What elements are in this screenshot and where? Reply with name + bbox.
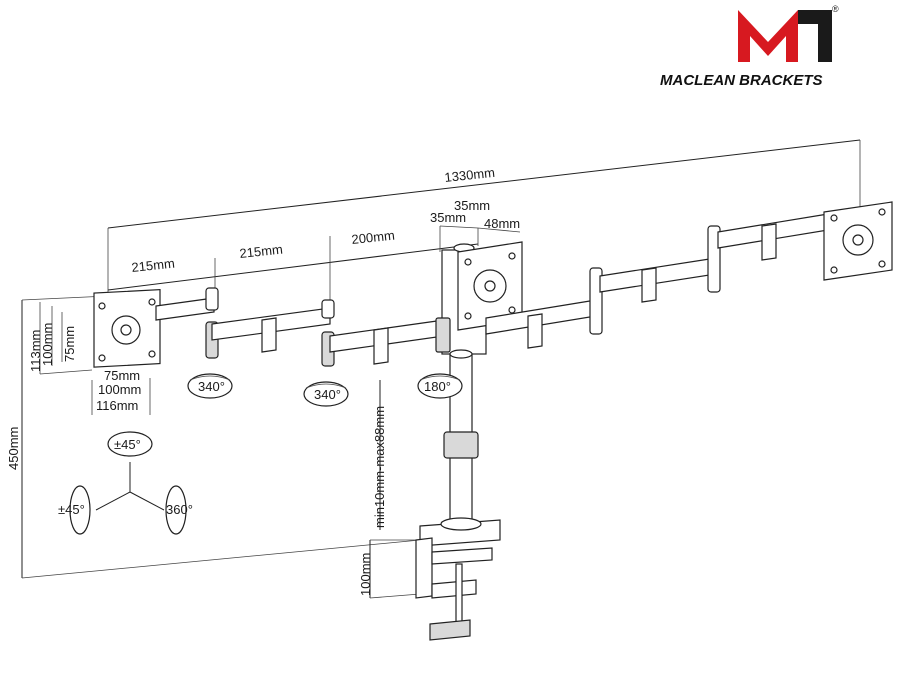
dim-center-depth: 48mm xyxy=(484,216,520,231)
dim-clamp-range: min10mm-max88mm xyxy=(372,406,387,528)
rotation-badge-joint-1: 340° xyxy=(187,373,233,399)
rotation-joint-2-label: 340° xyxy=(314,387,341,402)
arm-right-outer xyxy=(717,213,829,261)
arm-right-center xyxy=(485,267,603,349)
registered-mark: ® xyxy=(832,4,839,14)
brand-logo: ® MACLEAN BRACKETS xyxy=(660,4,839,89)
swivel-label: ±45° xyxy=(58,502,85,517)
arm-left-outer xyxy=(155,287,219,359)
logo-m-mark xyxy=(738,10,798,62)
arm-right-inner xyxy=(599,225,721,303)
rotation-badge-pole: 180° xyxy=(417,373,463,399)
vesa-plate-right xyxy=(823,201,893,281)
dim-height-450: 450mm xyxy=(6,427,21,470)
logo-m-dark-mark xyxy=(798,10,832,62)
vesa-plate-left xyxy=(93,288,161,368)
dim-vesa-w-100: 100mm xyxy=(98,382,141,397)
rotate-label: 360° xyxy=(166,502,193,517)
dim-vesa-h-100: 100mm xyxy=(40,323,55,366)
dim-vesa-w-116: 116mm xyxy=(96,398,138,413)
dim-total-width: 1330mm xyxy=(444,165,496,185)
tilt-label: ±45° xyxy=(114,437,141,452)
rotation-pole-label: 180° xyxy=(424,379,451,394)
dim-arm-seg-1: 215mm xyxy=(131,256,176,275)
brand-name: MACLEAN BRACKETS xyxy=(660,72,823,89)
vesa-plate-center xyxy=(457,241,523,331)
dim-center-offset-2: 35mm xyxy=(454,198,490,213)
dim-vesa-w-75: 75mm xyxy=(104,368,140,383)
top-dimension-lines xyxy=(107,139,861,300)
rotation-joint-1-label: 340° xyxy=(198,379,225,394)
dim-clamp-depth: 100mm xyxy=(358,553,373,596)
rotation-badge-joint-2: 340° xyxy=(303,381,349,407)
dim-vesa-h-113: 113mm xyxy=(28,330,43,372)
adjustment-triad: ±45° ±45° 360° xyxy=(58,431,193,535)
dim-arm-seg-3: 200mm xyxy=(351,228,396,247)
desk-clamp xyxy=(415,517,501,641)
dim-arm-seg-2: 215mm xyxy=(239,242,284,261)
dim-vesa-h-75: 75mm xyxy=(62,326,77,362)
dim-center-offset: 35mm xyxy=(430,210,466,225)
pole xyxy=(443,349,479,525)
arm-left-center xyxy=(329,319,445,365)
arm-left-inner xyxy=(211,299,335,367)
